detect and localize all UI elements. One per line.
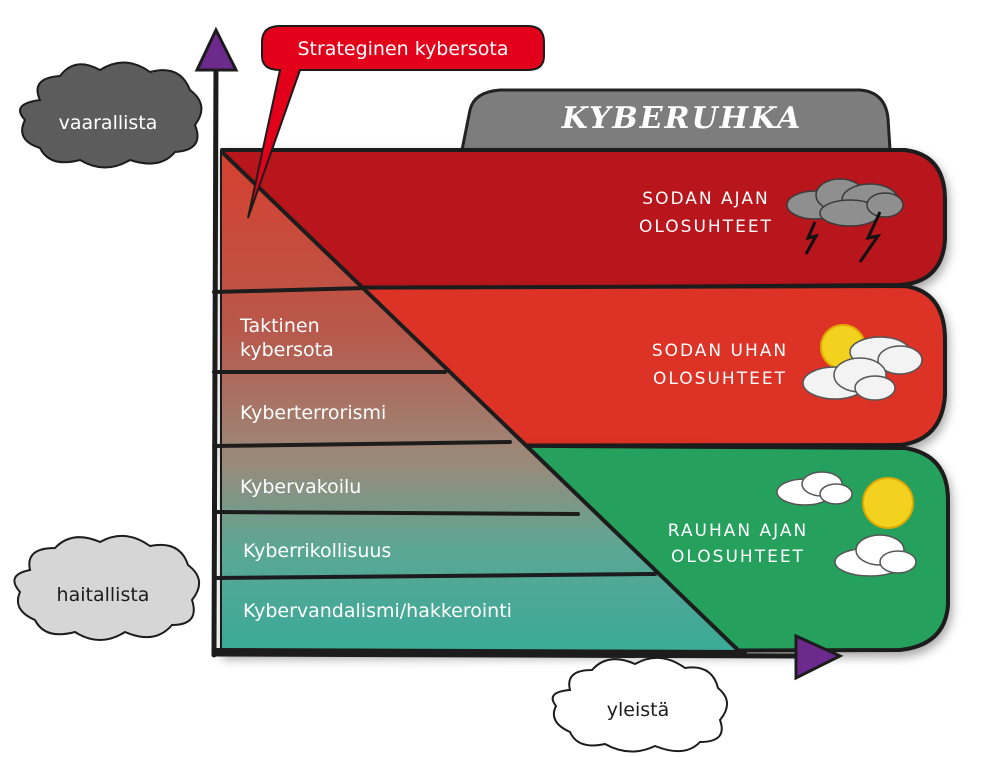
threat-label-line2: OLOSUHTEET bbox=[653, 369, 787, 389]
cloud-label-common: yleistä bbox=[551, 657, 728, 753]
callout-strategic: Strateginen kybersota bbox=[247, 25, 545, 219]
level-dividers bbox=[212, 286, 747, 654]
threat-level-labels: Taktinen kybersota Kyberterrorismi Kyber… bbox=[239, 315, 512, 622]
war-label-line1: SODAN AJAN bbox=[642, 189, 769, 209]
threat-label-line1: SODAN UHAN bbox=[652, 341, 788, 361]
level-espionage: Kybervakoilu bbox=[240, 476, 361, 498]
axis-arrow-up-icon bbox=[194, 26, 239, 72]
band-war bbox=[220, 148, 947, 292]
title-tab: KYBERUHKA bbox=[460, 88, 892, 152]
peace-label-line2: OLOSUHTEET bbox=[671, 547, 805, 567]
war-label-line2: OLOSUHTEET bbox=[639, 217, 773, 237]
storm-clouds-icon bbox=[786, 178, 904, 263]
callout-text: Strateginen kybersota bbox=[297, 38, 508, 60]
level-vandalism: Kybervandalismi/hakkerointi bbox=[243, 600, 512, 622]
peace-label-line1: RAUHAN AJAN bbox=[668, 521, 808, 541]
label-yleista: yleistä bbox=[607, 699, 669, 721]
condition-labels: SODAN AJAN OLOSUHTEET SODAN UHAN OLOSUHT… bbox=[639, 189, 808, 567]
level-tactical-line2: kybersota bbox=[240, 339, 334, 361]
level-tactical-line1: Taktinen bbox=[239, 315, 320, 337]
sun-behind-clouds-icon bbox=[802, 324, 923, 401]
axis-arrow-right-icon bbox=[794, 633, 844, 681]
threat-pyramid bbox=[220, 150, 742, 654]
cloud-label-high: vaarallista bbox=[19, 61, 203, 169]
horizontal-axis bbox=[211, 633, 844, 681]
level-crime: Kyberrikollisuus bbox=[243, 540, 391, 562]
vertical-axis bbox=[194, 26, 239, 658]
level-terrorism: Kyberterrorismi bbox=[240, 402, 386, 424]
sunny-with-clouds-icon bbox=[776, 471, 917, 577]
label-vaarallista: vaarallista bbox=[59, 112, 158, 134]
cloud-label-low: haitallista bbox=[13, 535, 200, 641]
label-haitallista: haitallista bbox=[57, 584, 150, 606]
diagram-title: KYBERUHKA bbox=[561, 101, 802, 136]
